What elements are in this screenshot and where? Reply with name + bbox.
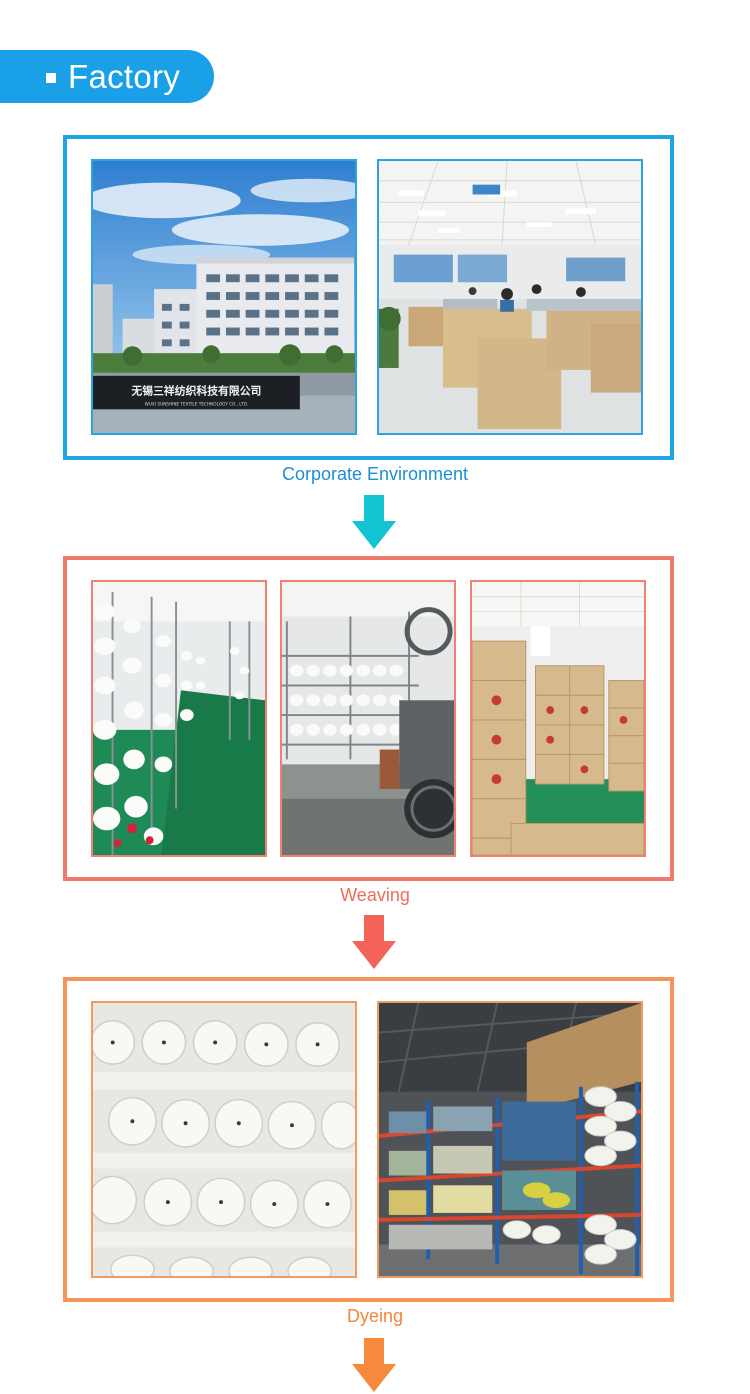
fabric-rolls-photo <box>91 1001 357 1278</box>
fabric-warehouse-photo <box>377 1001 643 1278</box>
building-photo: 无锡三祥纺织科技有限公司 WUXI SUNSHINE TEXTILE TECHN… <box>91 159 357 435</box>
section-header: Factory <box>0 50 214 103</box>
office-photo <box>377 159 643 435</box>
corporate-frame <box>63 135 674 460</box>
yarn-rack-photo <box>91 580 267 857</box>
down-arrow-icon <box>352 1338 396 1392</box>
square-bullet-icon <box>46 72 56 83</box>
down-arrow-icon <box>352 915 396 969</box>
sign-chinese-text: 无锡三祥纺织科技有限公司 <box>131 384 261 398</box>
page-title: Factory <box>68 57 181 95</box>
dyeing-frame <box>63 977 674 1302</box>
dyeing-caption: Dyeing <box>346 1306 404 1326</box>
knitting-machine-photo <box>280 580 456 857</box>
weaving-frame <box>63 556 674 881</box>
corporate-caption: Corporate Environment <box>281 464 469 484</box>
down-arrow-icon <box>352 495 396 549</box>
weaving-caption: Weaving <box>340 885 410 905</box>
warehouse-boxes-photo <box>470 580 646 857</box>
sign-english-text: WUXI SUNSHINE TEXTILE TECHNOLOGY CO., LT… <box>145 401 249 406</box>
